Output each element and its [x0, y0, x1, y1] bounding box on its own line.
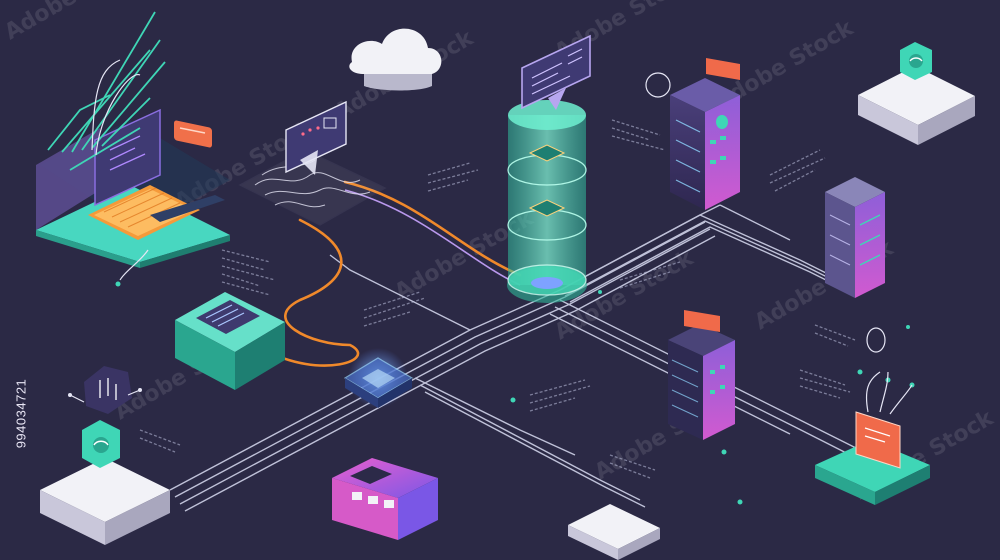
gear-icon: [82, 420, 120, 468]
storage-box: [568, 504, 660, 560]
gear-icon: [900, 42, 932, 80]
circuit-board: [332, 458, 438, 540]
router-box: [175, 292, 285, 390]
blueprint-map: [238, 100, 387, 226]
server-rack-middle: [668, 310, 735, 440]
processor-chip: [343, 348, 414, 408]
gear-platform-bottom-left: [40, 366, 170, 545]
alert-platform: [815, 327, 930, 505]
orange-cables: [263, 180, 522, 367]
gear-platform-top-right: [858, 42, 975, 145]
server-rack-top: [645, 58, 740, 210]
text-line-decorations: [139, 119, 856, 479]
server-rack-right: [825, 177, 885, 298]
svg-text:Adobe Stock: Adobe Stock: [1, 0, 149, 45]
database-cylinder: [507, 34, 591, 303]
building-badge-icon: [68, 366, 142, 414]
laptop-device: [36, 11, 230, 281]
cloud-icon: [349, 28, 442, 91]
